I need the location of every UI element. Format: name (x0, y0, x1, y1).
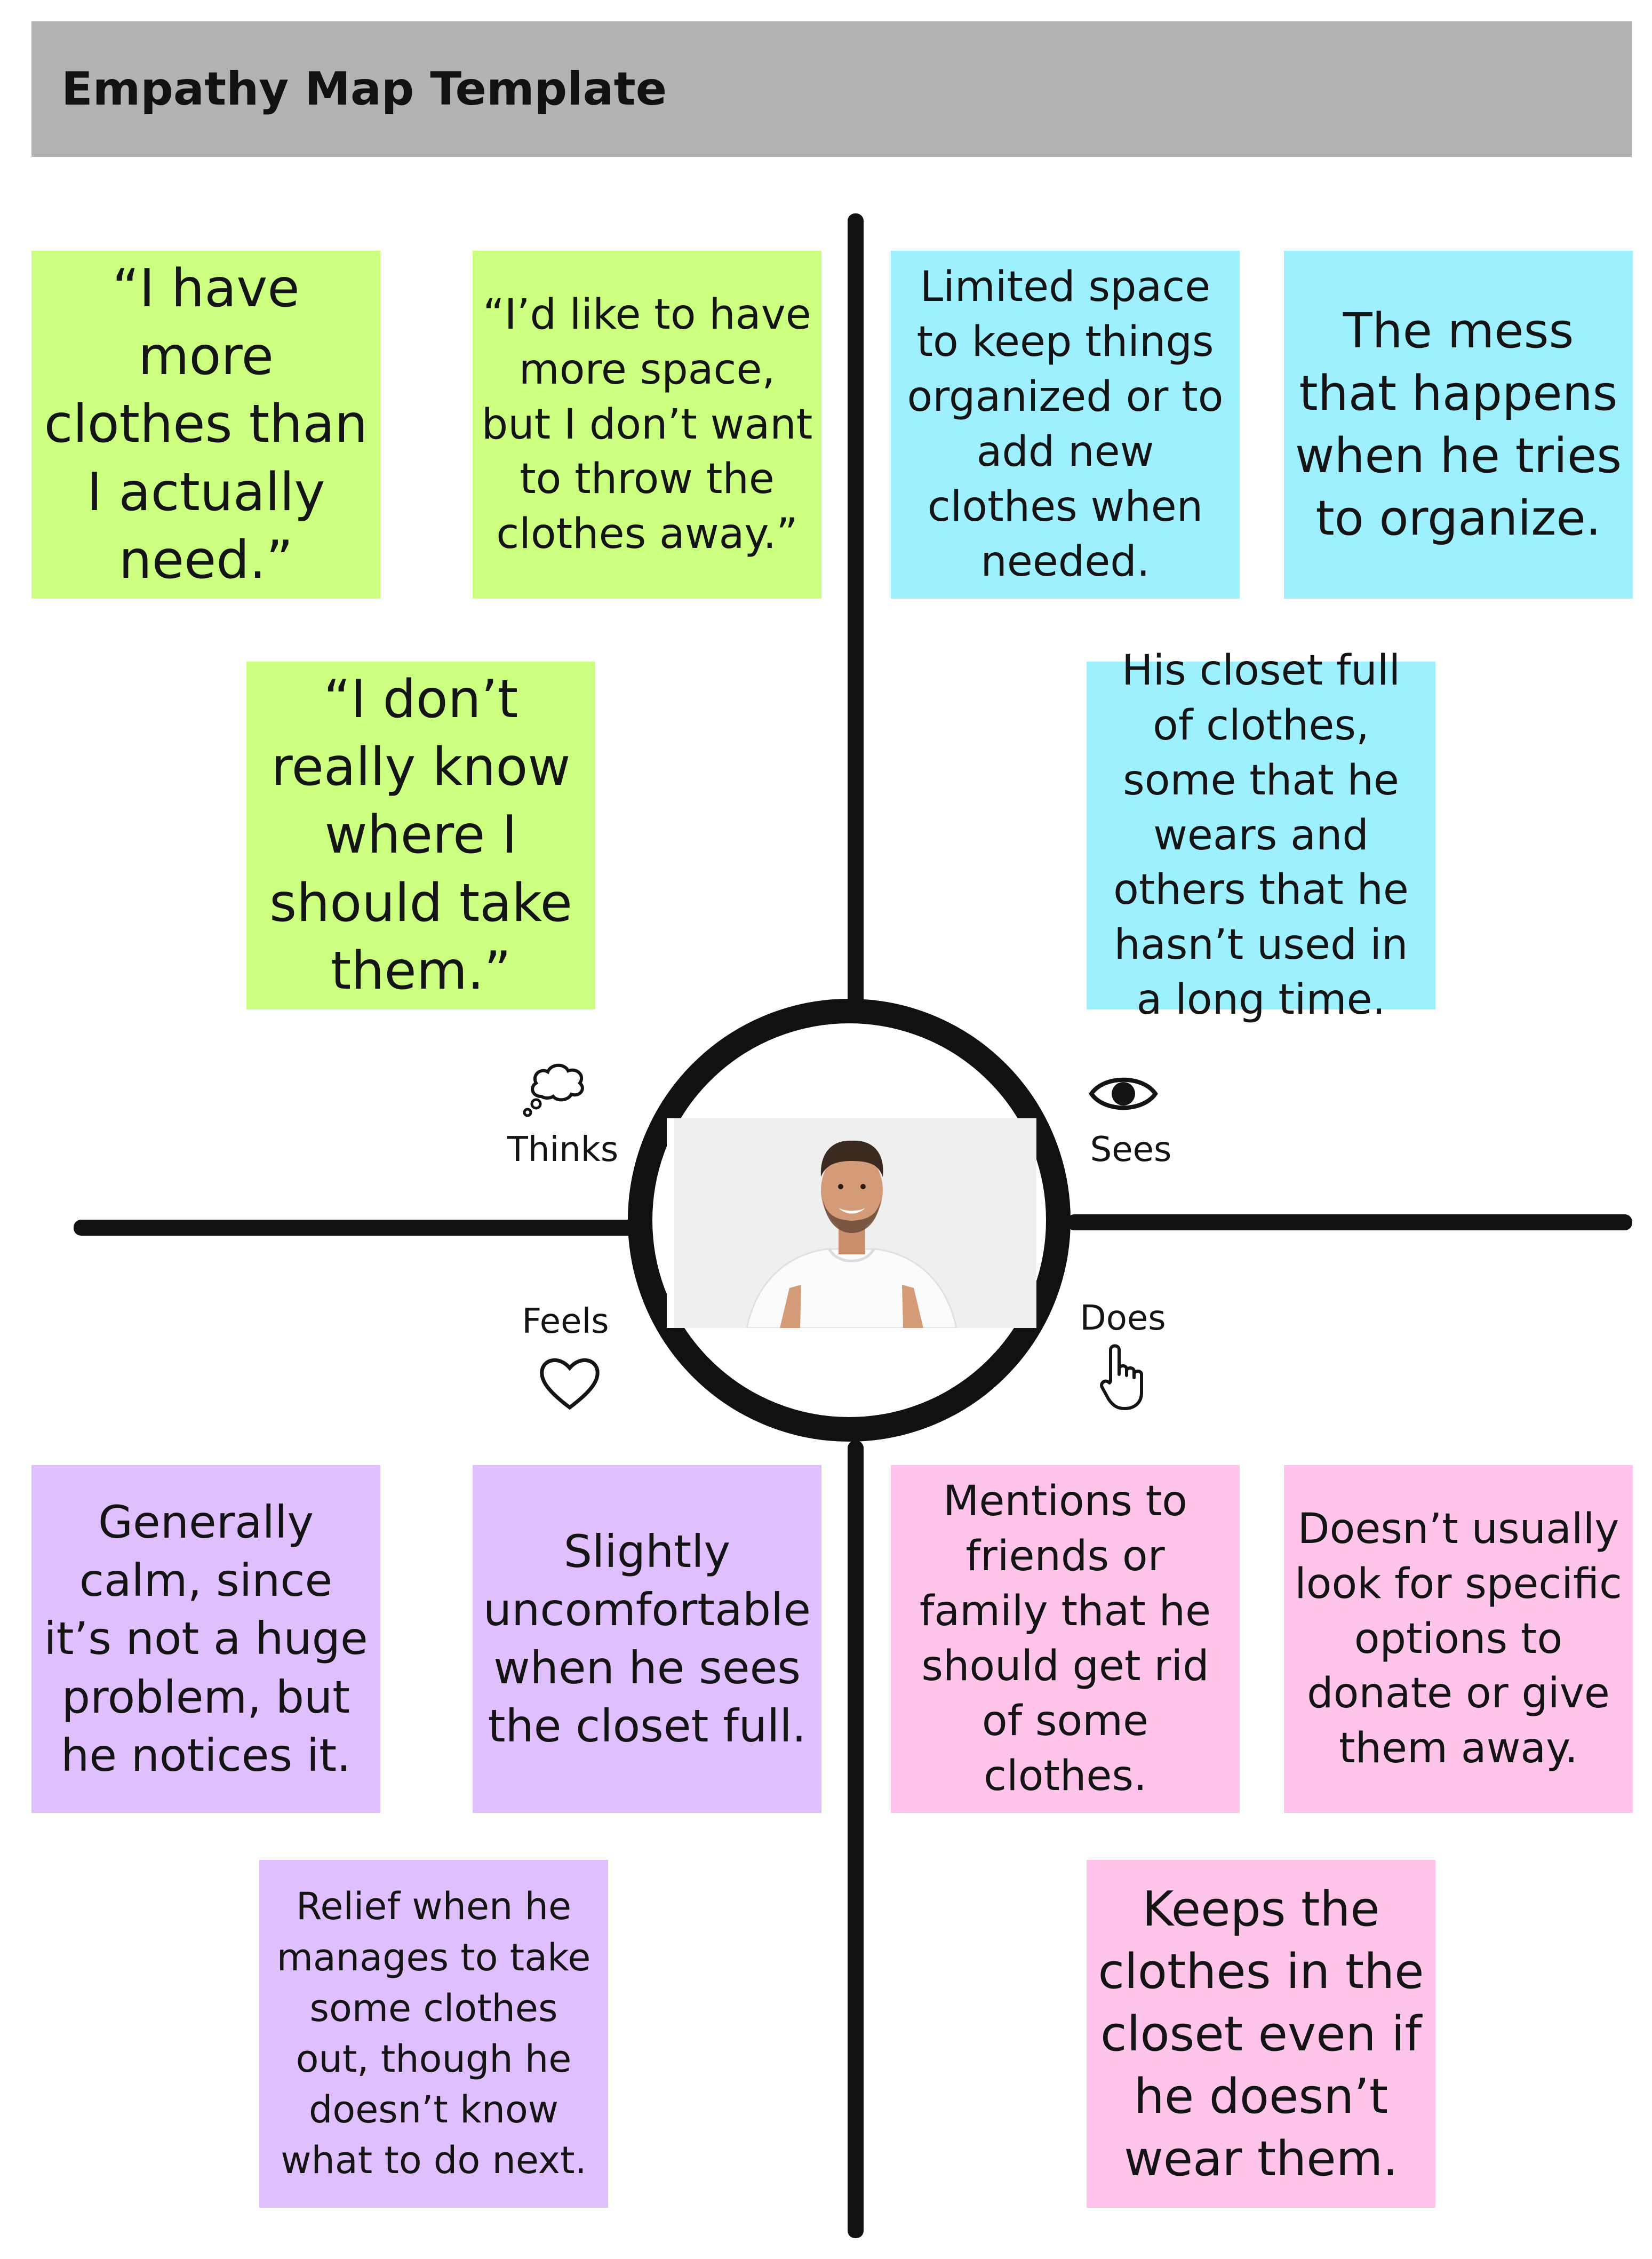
thinks-label: Thinks (507, 1130, 619, 1170)
does-note-2: Doesn’t usually look for specific option… (1284, 1465, 1633, 1813)
vertical-axis-top (848, 213, 864, 1014)
feels-note-1-text: Generally calm, since it’s not a huge pr… (44, 1496, 368, 1781)
feels-note-3-text: Relief when he manages to take some clot… (276, 1884, 591, 2183)
thinks-note-1-text: “I have more clothes than I actually nee… (44, 258, 368, 591)
feels-note-2: Slightly uncomfortable when he sees the … (473, 1465, 821, 1813)
feels-label: Feels (522, 1302, 609, 1341)
thought-bubble-icon (520, 1059, 589, 1118)
does-note-1-text: Mentions to friends or family that he sh… (919, 1477, 1211, 1800)
horizontal-axis-left (74, 1220, 645, 1236)
thinks-note-2-text: “I’d like to have more space, but I don’… (481, 290, 813, 559)
user-photo (667, 1118, 1036, 1328)
vertical-axis-bottom (848, 1441, 864, 2238)
thinks-note-3: “I don’t really know where I should take… (246, 662, 595, 1009)
does-note-3-text: Keeps the clothes in the closet even if … (1098, 1881, 1424, 2187)
feels-note-2-text: Slightly uncomfortable when he sees the … (483, 1525, 811, 1753)
thinks-note-1: “I have more clothes than I actually nee… (31, 251, 380, 599)
sees-note-3: His closet full of clothes, some that he… (1087, 647, 1435, 1024)
page-title: Empathy Map Template (61, 62, 667, 116)
heart-icon (538, 1354, 602, 1413)
sees-note-2: The mess that happens when he tries to o… (1284, 251, 1633, 599)
sees-label: Sees (1090, 1130, 1172, 1170)
thinks-note-2: “I’d like to have more space, but I don’… (473, 251, 821, 599)
smiling-man-illustration (667, 1118, 1036, 1328)
header-bar: Empathy Map Template (31, 21, 1632, 157)
pointing-hand-icon (1099, 1343, 1152, 1412)
eye-icon (1088, 1070, 1159, 1118)
does-note-1: Mentions to friends or family that he sh… (891, 1465, 1240, 1813)
sees-note-1: Limited space to keep things organized o… (891, 251, 1240, 599)
sees-note-1-text: Limited space to keep things organized o… (907, 263, 1224, 586)
horizontal-axis-right (1067, 1214, 1632, 1230)
sees-note-3-text: His closet full of clothes, some that he… (1113, 646, 1409, 1024)
does-note-2-text: Doesn’t usually look for specific option… (1295, 1505, 1622, 1773)
thinks-note-3-text: “I don’t really know where I should take… (269, 669, 572, 1002)
does-label: Does (1080, 1299, 1166, 1338)
feels-note-3: Relief when he manages to take some clot… (259, 1860, 608, 2208)
does-note-3: Keeps the clothes in the closet even if … (1087, 1860, 1435, 2208)
feels-note-1: Generally calm, since it’s not a huge pr… (31, 1465, 380, 1813)
sees-note-2-text: The mess that happens when he tries to o… (1295, 303, 1622, 546)
